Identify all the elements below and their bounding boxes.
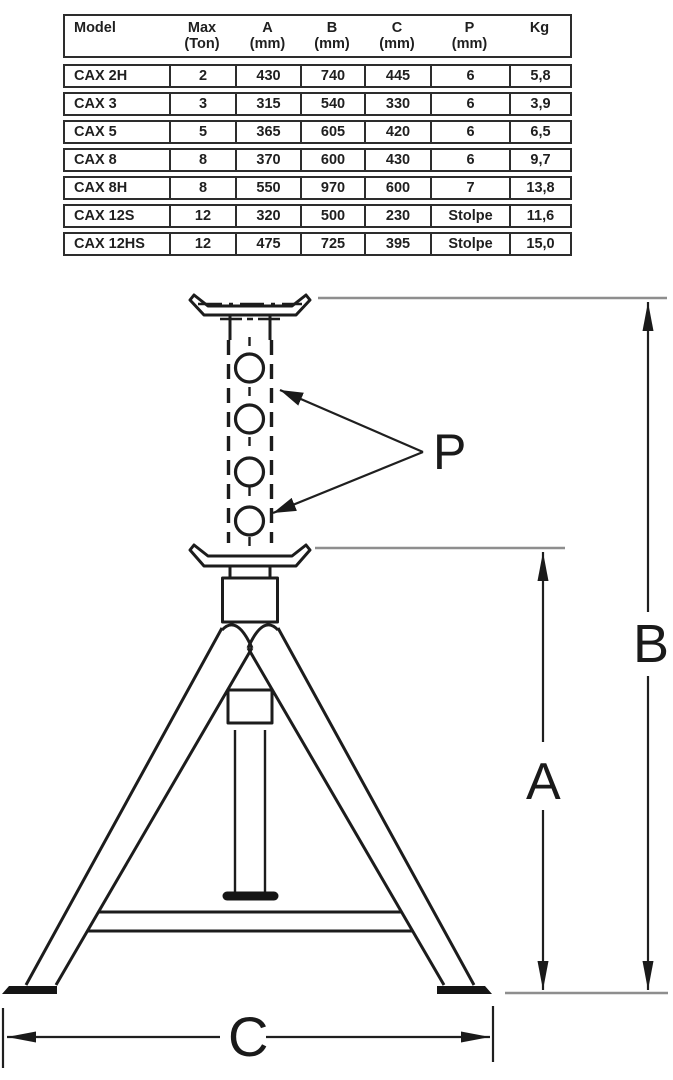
header-c-mm: C(mm) [379,20,415,52]
cell-max: 12 [169,234,235,254]
cell-kg: 11,6 [509,206,570,226]
cell-model: CAX 8 [74,152,117,168]
cell-c: 420 [364,122,430,142]
left-leg-outer [24,627,224,986]
cell-kg: 5,8 [509,66,570,86]
cell-kg: 15,0 [509,234,570,254]
cell-a: 475 [235,234,300,254]
p-arrow-lower [272,450,424,515]
cell-max: 8 [169,178,235,198]
header-b-mm: B(mm) [314,20,350,52]
table-row-cax-8: CAX 8 8 370 600 430 6 9,7 [63,148,572,172]
right-leg-cap [246,623,280,649]
cell-kg: 6,5 [509,122,570,142]
cell-c: 230 [364,206,430,226]
right-leg-outer [276,627,476,986]
header-kg: Kg [529,20,550,36]
cell-kg: 9,7 [509,150,570,170]
cell-c: 445 [364,66,430,86]
cell-p: 6 [430,150,509,170]
label-a: A [526,753,561,811]
cell-max: 8 [169,150,235,170]
right-foot [437,986,492,994]
cell-p: Stolpe [430,206,509,226]
left-leg-cap [220,623,254,649]
pin-hole-4 [233,505,266,537]
right-leg-inner [246,647,446,986]
top-saddle [188,293,312,317]
pin-hole-3 [233,456,266,488]
cell-p: 6 [430,94,509,114]
cell-c: 600 [364,178,430,198]
cell-model: CAX 12HS [74,236,145,252]
cell-model: CAX 5 [74,124,117,140]
center-column-tube [233,730,267,892]
cell-p: Stolpe [430,234,509,254]
label-c: C [228,1005,268,1068]
cell-kg: 3,9 [509,94,570,114]
cell-c: 430 [364,150,430,170]
cell-b: 600 [300,150,364,170]
header-p-mm: P(mm) [451,20,488,52]
p-arrow-upper [279,388,424,454]
spec-table: Model Max(Ton) A(mm) B(mm) C(mm) P(mm) K… [63,14,572,260]
cell-c: 330 [364,94,430,114]
cell-model: CAX 3 [74,96,117,112]
cell-max: 3 [169,94,235,114]
table-row-cax-2h: CAX 2H 2 430 740 445 6 5,8 [63,64,572,88]
cell-a: 370 [235,150,300,170]
cell-b: 500 [300,206,364,226]
saddle-neck [228,566,272,578]
post-socket [221,576,279,624]
cell-p: 7 [430,178,509,198]
table-header-row: Model Max(Ton) A(mm) B(mm) C(mm) P(mm) K… [63,14,572,58]
cell-b: 725 [300,234,364,254]
left-leg-inner [54,647,254,986]
cell-b: 740 [300,66,364,86]
header-model: Model [74,20,116,36]
cross-brace [87,910,413,933]
table-row-cax-5: CAX 5 5 365 605 420 6 6,5 [63,120,572,144]
header-a-mm: A(mm) [249,20,286,52]
cell-p: 6 [430,66,509,86]
cell-max: 12 [169,206,235,226]
table-row-cax-3: CAX 3 3 315 540 330 6 3,9 [63,92,572,116]
table-row-cax-12hs: CAX 12HS 12 475 725 395 Stolpe 15,0 [63,232,572,256]
cell-a: 365 [235,122,300,142]
pin-hole-2 [233,403,266,435]
cell-a: 320 [235,206,300,226]
center-column-head [226,688,274,725]
pin-hole-1 [233,352,266,384]
cell-a: 550 [235,178,300,198]
cell-c: 395 [364,234,430,254]
cell-model: CAX 12S [74,208,135,224]
label-b: B [633,614,669,674]
cell-a: 315 [235,94,300,114]
table-row-cax-8h: CAX 8H 8 550 970 600 7 13,8 [63,176,572,200]
left-foot [2,986,57,994]
cell-p: 6 [430,122,509,142]
cell-kg: 13,8 [509,178,570,198]
label-p: P [433,424,466,480]
header-max-ton: Max(Ton) [184,20,220,52]
cell-model: CAX 2H [74,68,128,84]
cell-b: 540 [300,94,364,114]
cell-a: 430 [235,66,300,86]
cell-b: 970 [300,178,364,198]
cell-b: 605 [300,122,364,142]
lower-saddle [188,543,312,568]
cell-max: 2 [169,66,235,86]
cell-model: CAX 8H [74,180,128,196]
table-row-cax-12s: CAX 12S 12 320 500 230 Stolpe 11,6 [63,204,572,228]
cell-max: 5 [169,122,235,142]
